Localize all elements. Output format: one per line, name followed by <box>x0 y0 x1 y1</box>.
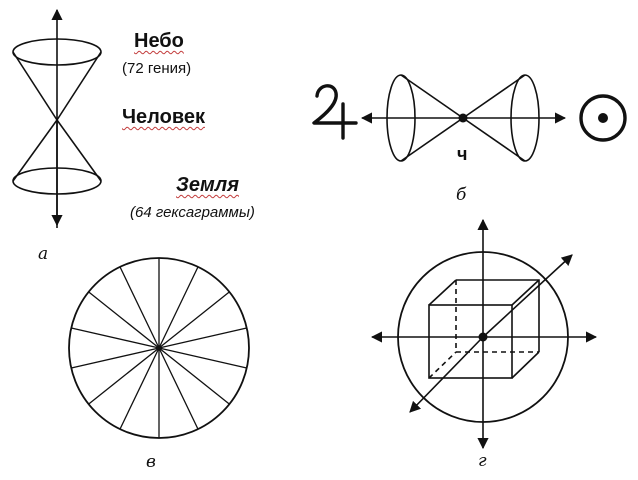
sector-spoke <box>158 266 199 349</box>
sector-spoke <box>88 347 160 405</box>
lower-cone-left-edge <box>12 119 58 182</box>
sector-spoke <box>71 347 160 369</box>
cube-front-face <box>428 304 513 379</box>
left-cone-bottom-edge <box>400 117 464 162</box>
origin-point <box>478 332 488 342</box>
cube-edge-bl-hidden <box>428 351 457 379</box>
sector-spoke <box>119 266 160 349</box>
sector-spoke <box>119 347 160 430</box>
cube-in-sphere <box>370 218 598 450</box>
axis-depth-back <box>482 254 573 338</box>
center-point <box>458 113 468 123</box>
double-cone-vertical <box>12 8 102 228</box>
man-label: Человек <box>122 106 205 128</box>
earth-sublabel: (64 гексаграммы) <box>130 204 255 221</box>
heaven-sublabel: (72 гения) <box>122 60 192 77</box>
left-cone-top-edge <box>400 74 464 119</box>
upper-cone-right-edge <box>56 51 102 121</box>
right-cone-bottom-edge <box>462 117 526 162</box>
sector-spoke <box>158 347 230 405</box>
sector-spoke <box>71 327 160 349</box>
sector-spoke <box>88 291 160 349</box>
axis-depth-front <box>409 336 484 413</box>
earth-label: Земля <box>176 174 239 196</box>
center-label-ch: ч <box>457 144 468 164</box>
circle-center <box>156 345 162 351</box>
jupiter-icon <box>312 84 358 140</box>
caption-b: б <box>456 185 467 205</box>
double-cone-horizontal <box>312 74 627 162</box>
sector-spoke <box>158 347 199 430</box>
cube-edge-tr <box>511 279 540 306</box>
spokes <box>71 258 247 438</box>
cube-edge-br <box>511 351 540 379</box>
sector-spoke <box>158 291 230 349</box>
sector-circle <box>68 257 250 439</box>
sector-spoke <box>158 327 247 349</box>
cube-edge-tl <box>428 279 457 306</box>
caption-v: в <box>146 452 156 472</box>
caption-a: а <box>38 244 49 264</box>
heaven-label: Небо <box>134 30 184 52</box>
upper-cone-left-edge <box>12 51 58 121</box>
caption-g: г <box>478 451 487 471</box>
sun-icon <box>579 94 627 142</box>
right-cone-top-edge <box>462 74 526 119</box>
sector-spoke <box>158 347 247 369</box>
lower-cone-right-edge <box>56 119 102 182</box>
